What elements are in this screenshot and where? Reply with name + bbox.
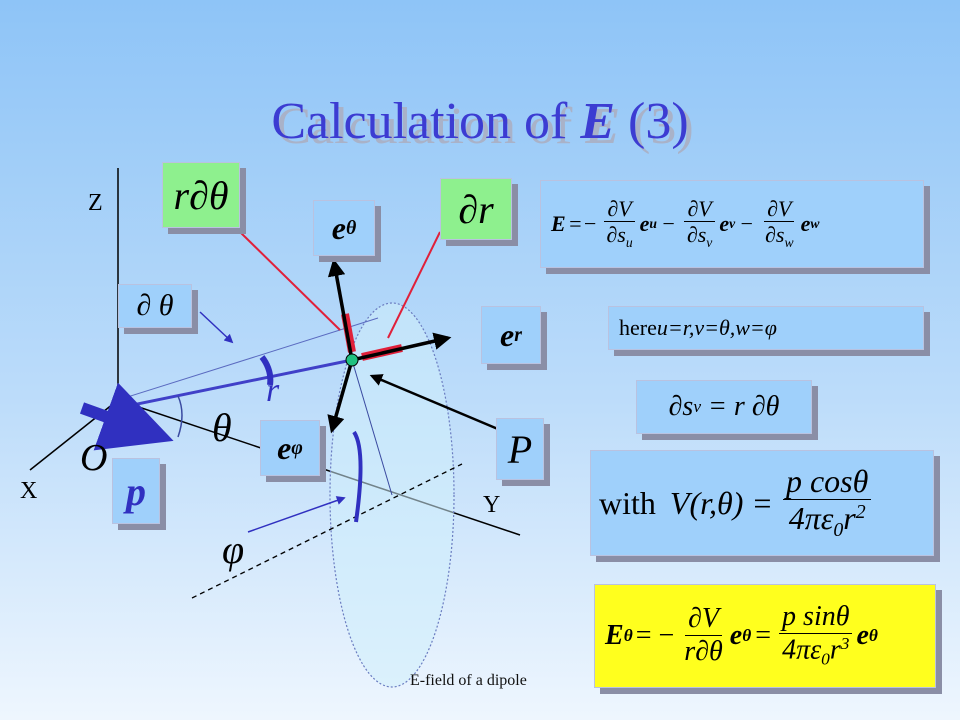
point-p xyxy=(345,353,359,367)
dtheta-box: ∂ θ xyxy=(118,284,192,328)
here-box: here u=r, v=θ ,w=φ xyxy=(608,306,924,350)
phi-label: φ xyxy=(222,527,245,572)
pot-den: 4πε0r2 xyxy=(788,500,866,542)
pot-with: with xyxy=(599,484,656,521)
et-lhs-sub: θ xyxy=(623,626,633,645)
title-suffix: (3) xyxy=(615,93,689,150)
et-num2: p sinθ xyxy=(779,602,853,635)
eg-vsub2: v xyxy=(729,216,736,231)
here-w: ,w=φ xyxy=(729,315,777,340)
e-theta-base: e xyxy=(331,209,346,246)
et-den1: r∂θ xyxy=(684,635,723,667)
et-num1: ∂V xyxy=(685,603,723,636)
dtheta-pointer xyxy=(199,311,234,344)
dr-pointer xyxy=(387,231,441,339)
e-phi-sub: φ xyxy=(291,436,303,459)
eg-frac1: ∂V∂su xyxy=(603,196,635,251)
eg-lhs: E xyxy=(551,211,566,236)
eg-frac3: ∂V∂sw xyxy=(762,196,797,251)
title-var: E xyxy=(580,93,616,150)
eg-num2: ∂V xyxy=(684,196,715,223)
dipole-arrow xyxy=(79,382,174,451)
eg-den3: ∂sw xyxy=(765,222,794,251)
et-vec-sub: θ xyxy=(742,626,752,645)
e-r-base: e xyxy=(500,316,515,353)
e-r-sub: r xyxy=(514,323,522,346)
y-axis-label: Y xyxy=(483,492,501,518)
e-theta-sub: θ xyxy=(345,216,357,239)
slide-footer: E-field of a dipole xyxy=(410,672,527,689)
et-eq: = − xyxy=(635,620,675,651)
here-v: v=θ xyxy=(694,315,730,340)
p-point-pointer xyxy=(369,374,506,434)
et-eq2: = xyxy=(755,620,772,651)
eg-vsub3: w xyxy=(810,216,820,231)
dtheta-arc xyxy=(259,355,274,386)
here-t1: here xyxy=(619,315,657,340)
eg-eq: =− xyxy=(567,211,598,236)
e-phi-base: e xyxy=(277,429,292,466)
x-axis-label: X xyxy=(20,478,38,504)
here-u: u=r, xyxy=(656,315,695,340)
et-den2: 4πε0r3 xyxy=(782,634,850,669)
p-point-box: P xyxy=(496,418,544,480)
eg-vec3: e xyxy=(800,211,811,236)
slide-title: Calculation of E (3) xyxy=(0,92,960,151)
eg-den2: ∂sv xyxy=(686,222,713,251)
z-axis-label: Z xyxy=(88,190,103,216)
origin-label: O xyxy=(80,437,108,479)
r-ray xyxy=(117,358,353,410)
pot-lhs: V(r,θ) = xyxy=(669,484,773,521)
r-dtheta-box: r∂θ xyxy=(162,162,240,228)
sphere-radial xyxy=(351,359,393,496)
eg-frac2: ∂V∂sv xyxy=(684,196,716,251)
dr-box: ∂r xyxy=(440,178,512,240)
phi-arc xyxy=(352,430,363,523)
phi-pointer xyxy=(247,496,346,533)
eg-vec1: e xyxy=(639,211,650,236)
title-prefix: Calculation of xyxy=(271,93,581,150)
e-r-arrow xyxy=(351,332,452,362)
eg-vec2: e xyxy=(719,211,730,236)
e-theta-arrow xyxy=(327,258,354,361)
et-vec: e xyxy=(729,620,743,651)
r-label: r xyxy=(266,372,280,409)
et-vec2-sub: θ xyxy=(868,626,878,645)
theta-label: θ xyxy=(212,405,232,450)
eg-vsub1: u xyxy=(649,216,657,231)
theta-arc xyxy=(177,395,183,438)
et-vec2: e xyxy=(856,620,869,651)
eg-minus1: − xyxy=(660,211,676,236)
dsv-rhs: = r ∂θ xyxy=(701,391,780,422)
p-dipole-box: p xyxy=(112,458,160,524)
et-lhs: E xyxy=(605,620,624,651)
dsv-sub: v xyxy=(693,397,702,416)
eg-num1: ∂V xyxy=(604,196,635,223)
eg-den1: ∂su xyxy=(606,222,633,251)
rdtheta-pointer xyxy=(237,229,341,331)
dsv-d: ∂s xyxy=(668,391,694,422)
eg-num3: ∂V xyxy=(764,196,795,223)
eg-minus2: − xyxy=(739,211,755,236)
e-phi-arrow xyxy=(327,359,354,434)
pot-num: p cosθ xyxy=(782,463,872,501)
